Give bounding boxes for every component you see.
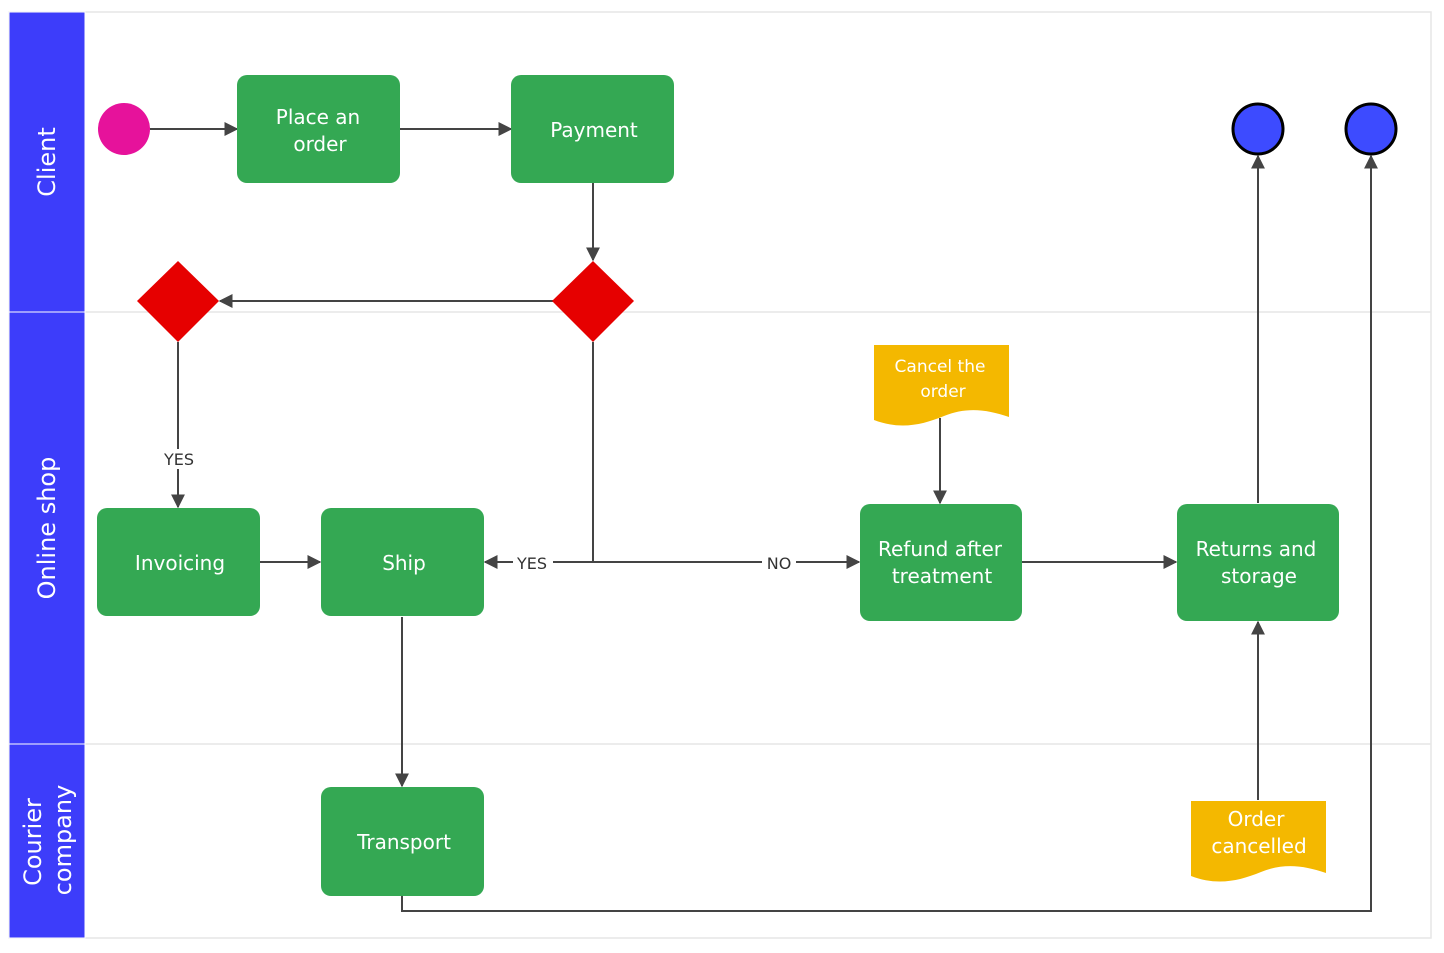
document-cancel-the-order[interactable]: Cancel the order (874, 345, 1009, 426)
document-order-cancelled[interactable]: Order cancelled (1191, 801, 1326, 882)
node-label: order (293, 132, 347, 156)
node-label: Returns and (1196, 537, 1317, 561)
node-label: Refund after (878, 537, 1003, 561)
node-label: Ship (382, 551, 426, 575)
lane-header-client[interactable]: Client (8, 11, 86, 313)
node-label: storage (1221, 564, 1297, 588)
start-event[interactable] (98, 103, 150, 155)
lane-header-courier-company[interactable]: Courier company (8, 743, 86, 939)
process-refund-after-treatment[interactable]: Refund after treatment (860, 504, 1022, 621)
node-label: Payment (550, 118, 638, 142)
edge-transport-to-end-2 (401, 154, 1378, 912)
end-event-returns[interactable] (1231, 102, 1285, 156)
decision-gateway-left[interactable] (137, 261, 219, 342)
lane-header-online-shop[interactable]: Online shop (8, 311, 86, 745)
edge-label-yes-invoicing: YES (163, 450, 194, 469)
node-label: Invoicing (135, 551, 225, 575)
process-invoicing[interactable]: Invoicing (97, 508, 260, 616)
end-event-transport[interactable] (1344, 102, 1398, 156)
edge-label-no-refund: NO (767, 554, 792, 573)
edge-label-yes-ship: YES (516, 554, 547, 573)
document-label: Order (1228, 807, 1286, 831)
pool-border (8, 11, 1432, 939)
process-place-order[interactable]: Place an order (237, 75, 400, 183)
process-payment[interactable]: Payment (511, 75, 674, 183)
edge-labels: YES YES NO (159, 449, 796, 573)
document-label: cancelled (1211, 834, 1306, 858)
node-label: treatment (892, 564, 992, 588)
process-ship[interactable]: Ship (321, 508, 484, 616)
pool: Client Online shop Courier company (8, 11, 1432, 939)
lane-label-courier-line2: company (49, 785, 77, 896)
lane-label-online-shop: Online shop (33, 457, 61, 600)
document-label: Cancel the (895, 357, 986, 377)
process-transport[interactable]: Transport (321, 787, 484, 896)
decision-gateway-payment[interactable] (552, 261, 634, 342)
lane-label-courier-line1: Courier (19, 798, 47, 886)
process-returns-and-storage[interactable]: Returns and storage (1177, 504, 1339, 621)
node-label: Place an (276, 105, 360, 129)
document-label: order (920, 382, 965, 402)
node-label: Transport (356, 830, 451, 854)
lane-label-client: Client (33, 127, 61, 196)
